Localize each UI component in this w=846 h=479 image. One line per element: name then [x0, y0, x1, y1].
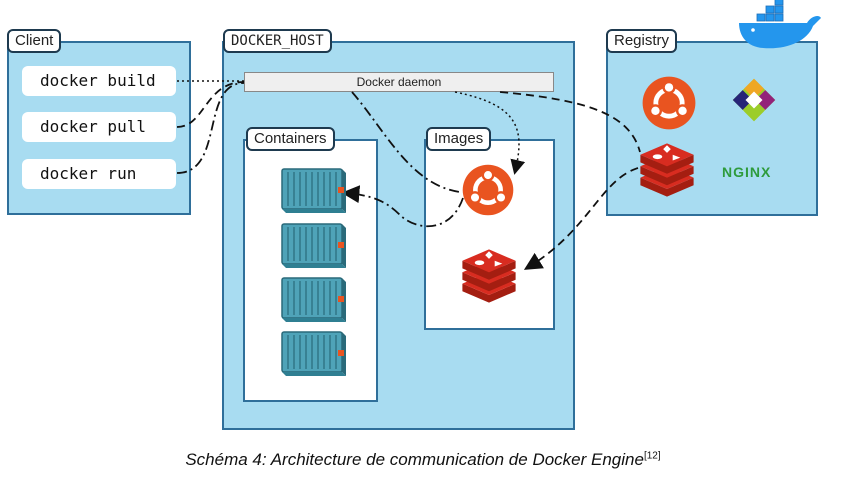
- images-title: Images: [426, 127, 492, 151]
- client-title: Client: [7, 29, 62, 53]
- docker-build-command: docker build: [22, 66, 176, 96]
- containers-title: Containers: [246, 127, 335, 151]
- container-icon: [281, 277, 347, 323]
- container-icon: [281, 223, 347, 269]
- redis-icon: [462, 249, 516, 303]
- registry-panel: [606, 41, 818, 216]
- redis-icon: [640, 143, 694, 197]
- container-icon: [281, 168, 347, 214]
- docker-run-command: docker run: [22, 159, 176, 189]
- centos-icon: [732, 78, 776, 122]
- docker-pull-command: docker pull: [22, 112, 176, 142]
- run-to-image-line: [351, 91, 461, 193]
- pull-to-registry-line: [499, 91, 641, 153]
- figure-caption: Schéma 4: Architecture de communication …: [185, 450, 661, 469]
- pull-connector: [176, 81, 245, 128]
- image-to-container-arrow: [341, 185, 464, 228]
- ubuntu-icon: [463, 165, 514, 216]
- container-icon: [281, 331, 347, 377]
- docker-whale-icon: [739, 0, 821, 49]
- ubuntu-icon: [643, 77, 696, 130]
- registry-to-images-arrow: [523, 167, 639, 270]
- run-connector: [176, 82, 245, 174]
- docker-host-title: DOCKER_HOST: [223, 29, 332, 53]
- docker-daemon-bar: Docker daemon: [244, 72, 554, 92]
- build-to-image-arrow: [454, 91, 526, 175]
- nginx-icon: NGINX: [722, 164, 771, 180]
- registry-title: Registry: [606, 29, 678, 53]
